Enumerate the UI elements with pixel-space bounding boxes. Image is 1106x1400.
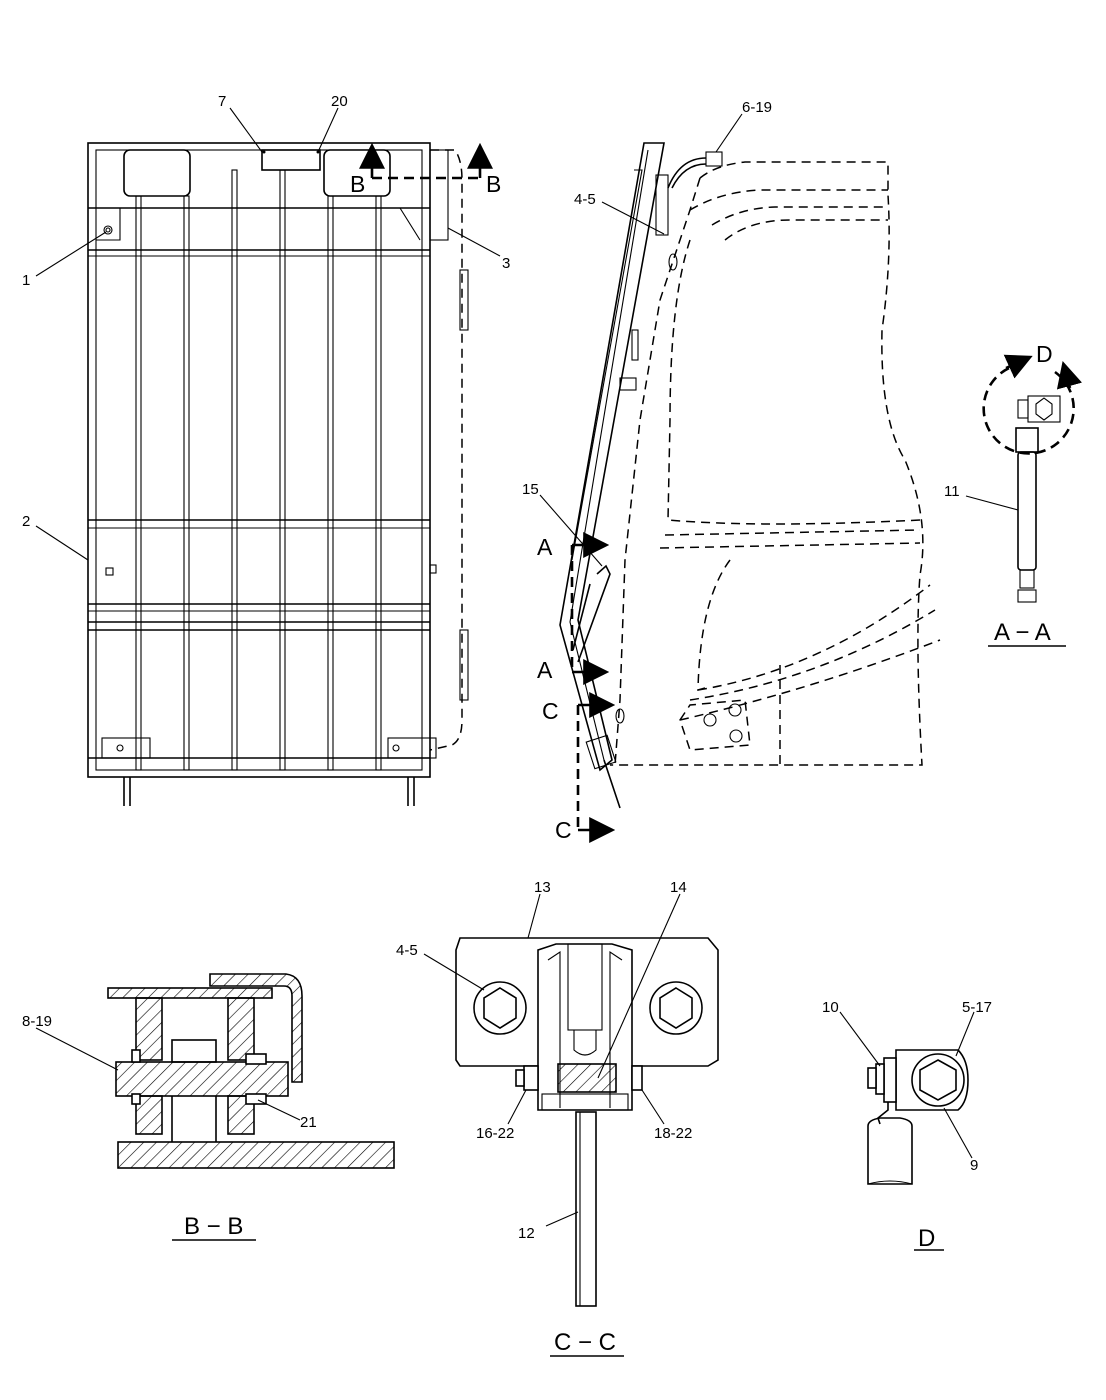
callout-5-17: 5-17 [962, 999, 992, 1016]
callout-21: 21 [300, 1114, 317, 1131]
view-title-bb: B − B [184, 1213, 243, 1240]
callout-16-22: 16-22 [476, 1125, 514, 1142]
callout-6-19: 6-19 [742, 99, 772, 116]
callout-3: 3 [502, 255, 510, 272]
detail-mark-d: D [1036, 341, 1053, 367]
callout-10: 10 [822, 999, 839, 1016]
section-mark-c-top: C [542, 698, 559, 724]
section-markers: B B A A C C D [350, 171, 1053, 843]
callout-4-5-side: 4-5 [574, 191, 596, 208]
callout-7: 7 [218, 93, 226, 110]
view-titles: A − A B − B C − C D [184, 619, 1051, 1356]
view-aa [965, 354, 1083, 647]
vertical-bars [135, 169, 382, 771]
front-view-guard [87, 142, 493, 806]
callout-4-5-cc: 4-5 [396, 942, 418, 959]
view-cc [423, 893, 719, 1357]
view-title-cc: C − C [554, 1329, 616, 1356]
view-title-aa: A − A [994, 619, 1051, 646]
section-mark-a-top: A [537, 534, 553, 560]
side-view-cab [559, 142, 941, 843]
section-mark-c-bottom: C [555, 817, 572, 843]
callout-labels: 7 20 1 3 2 6-19 4-5 15 11 13 14 4-5 16-2… [22, 93, 992, 1242]
callout-20: 20 [331, 93, 348, 110]
callout-8-19: 8-19 [22, 1013, 52, 1030]
callout-2: 2 [22, 513, 30, 530]
section-mark-a-bottom: A [537, 657, 553, 683]
side-view-leaders [539, 113, 743, 567]
callout-14: 14 [670, 879, 687, 896]
section-mark-b-left: B [350, 171, 365, 197]
callout-18-22: 18-22 [654, 1125, 692, 1142]
callout-9: 9 [970, 1157, 978, 1174]
callout-1: 1 [22, 272, 30, 289]
callout-12: 12 [518, 1225, 535, 1242]
callout-15: 15 [522, 481, 539, 498]
view-bb [35, 973, 395, 1241]
callout-13: 13 [534, 879, 551, 896]
view-title-d: D [918, 1225, 935, 1252]
front-view-leaders [35, 107, 501, 561]
callout-11: 11 [944, 483, 960, 500]
section-mark-b-right: B [486, 171, 501, 197]
view-d [839, 1011, 975, 1251]
